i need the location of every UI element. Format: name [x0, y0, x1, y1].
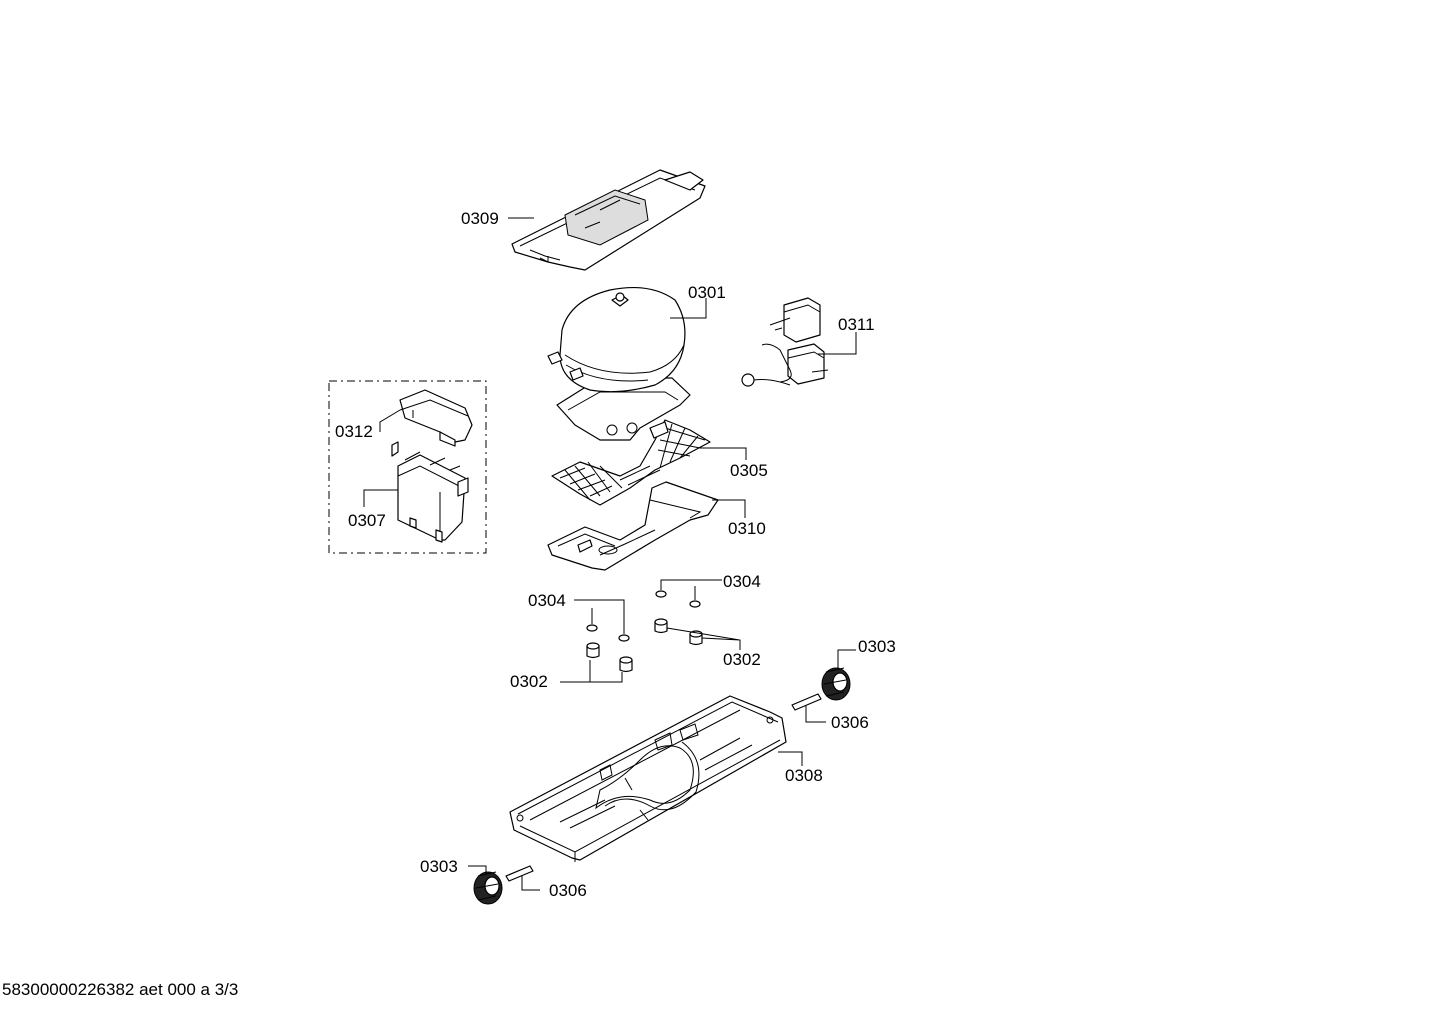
part-0304-cap-left[interactable] [586, 624, 630, 642]
callout-0303-left[interactable]: 0303 [420, 857, 458, 876]
leader-0310 [712, 499, 746, 518]
part-0312-cover[interactable] [399, 389, 473, 447]
part-0302-bushing-left[interactable] [586, 642, 633, 673]
callout-0302-right[interactable]: 0302 [723, 650, 761, 669]
callout-0310[interactable]: 0310 [728, 519, 766, 538]
electronics-group-frame [328, 380, 487, 554]
callout-0301[interactable]: 0301 [688, 283, 726, 302]
part-0303-wheel-left[interactable] [473, 871, 503, 905]
part-0310-drip-tray[interactable] [547, 481, 719, 571]
callout-0307[interactable]: 0307 [348, 511, 386, 530]
callout-0306-left[interactable]: 0306 [549, 881, 587, 900]
part-0306-axle-left[interactable] [505, 865, 534, 882]
part-0304-cap-right[interactable] [655, 590, 701, 608]
callout-0305[interactable]: 0305 [730, 461, 768, 480]
leader-0306-left [521, 876, 540, 891]
part-0303-wheel-right[interactable] [821, 667, 851, 701]
callout-0302-left[interactable]: 0302 [510, 672, 548, 691]
leader-0303-right [837, 649, 856, 668]
leader-0305 [700, 447, 747, 460]
leader-0304-left [574, 599, 625, 634]
callout-0312[interactable]: 0312 [335, 422, 373, 441]
part-0307-module[interactable] [391, 441, 469, 543]
leader-0301 [670, 298, 707, 319]
callout-0308[interactable]: 0308 [785, 766, 823, 785]
document-code: 58300000226382 aet 000 a 3/3 [2, 980, 239, 999]
leader-0306-right [805, 706, 826, 723]
leader-0308 [778, 751, 803, 766]
part-0301-compressor[interactable] [547, 286, 691, 441]
leader-0302-right [666, 627, 741, 650]
leader-0312 [379, 409, 401, 432]
leader-0303-left [468, 865, 487, 874]
leader-0304-right [660, 579, 722, 600]
part-0305-grid-mat[interactable] [551, 419, 711, 506]
part-0302-bushing-right[interactable] [654, 618, 703, 646]
callout-0304-right[interactable]: 0304 [723, 572, 761, 591]
callout-0306-right[interactable]: 0306 [831, 713, 869, 732]
callout-0304-left[interactable]: 0304 [528, 591, 566, 610]
callout-0303-right[interactable]: 0303 [858, 637, 896, 656]
part-0309-tray[interactable] [511, 169, 706, 271]
part-0311-relay[interactable] [741, 297, 829, 387]
callout-0311[interactable]: 0311 [838, 315, 875, 334]
part-0308-base-plate[interactable] [509, 695, 787, 862]
leader-0311 [818, 332, 857, 355]
part-0306-axle-right[interactable] [791, 693, 822, 711]
callout-0309[interactable]: 0309 [461, 209, 499, 228]
leader-0307 [363, 489, 398, 507]
leader-0302-left [560, 660, 623, 683]
